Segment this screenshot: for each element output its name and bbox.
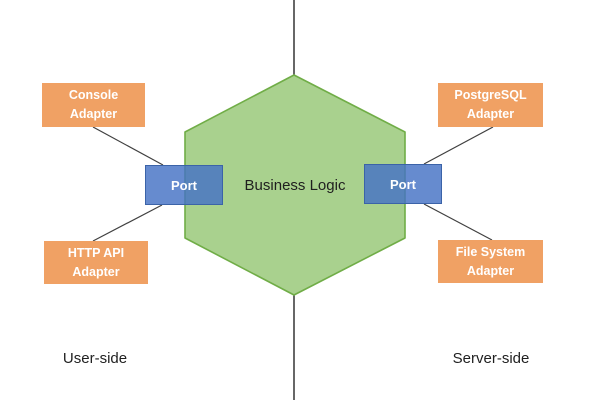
console-adapter-box: Console Adapter xyxy=(42,83,145,127)
connector-console-to-left-port xyxy=(92,126,164,166)
console-adapter-label-line1: Console xyxy=(68,88,119,103)
postgresql-adapter-label-line1: PostgreSQL xyxy=(454,88,527,103)
file-system-adapter-box: File System Adapter xyxy=(438,240,543,283)
right-port-label: Port xyxy=(390,176,416,192)
connector-filesystem-to-right-port xyxy=(423,203,493,241)
http-api-adapter-label-line2: Adapter xyxy=(72,264,120,279)
left-port-label: Port xyxy=(171,177,197,193)
business-logic-hexagon xyxy=(184,74,406,296)
server-side-label: Server-side xyxy=(452,350,530,367)
connector-postgres-to-right-port xyxy=(423,126,494,165)
connector-http-to-left-port xyxy=(92,204,163,242)
postgresql-adapter-label-line2: Adapter xyxy=(466,107,515,121)
right-port-box: Port xyxy=(364,164,442,204)
http-api-adapter-label-line1: HTTP API xyxy=(67,245,125,260)
postgresql-adapter-box: PostgreSQL Adapter xyxy=(438,83,543,127)
console-adapter-label-line2: Adapter xyxy=(69,107,118,121)
left-port-box: Port xyxy=(145,165,223,205)
business-logic-label: Business Logic xyxy=(244,176,346,194)
user-side-label: User-side xyxy=(62,350,128,367)
file-system-adapter-label-line1: File System xyxy=(455,244,526,259)
file-system-adapter-label-line2: Adapter xyxy=(466,263,515,278)
http-api-adapter-box: HTTP API Adapter xyxy=(44,241,148,284)
